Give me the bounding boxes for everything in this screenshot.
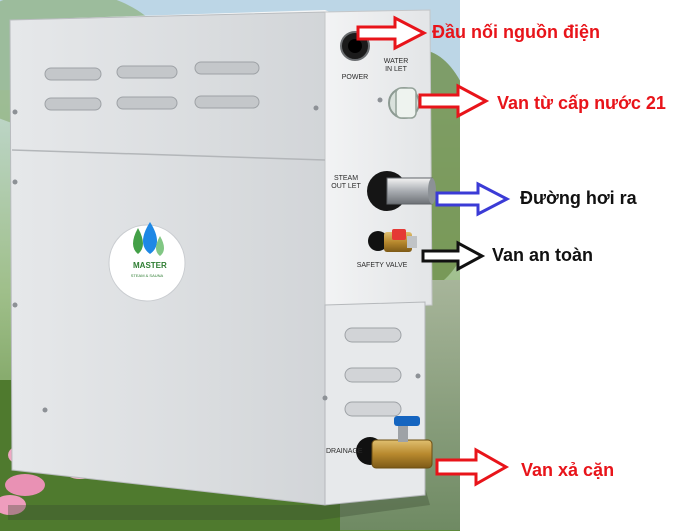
water-inlet-valve — [388, 87, 420, 119]
drainage-label: DRAINAGE — [326, 448, 363, 455]
steam-outlet-callout: Đường hơi ra — [520, 188, 637, 208]
safety-valve-label: SAFETY VALVE — [356, 262, 408, 269]
red-outline-right-arrow — [435, 447, 510, 487]
drain-valve — [356, 416, 433, 469]
water-inlet-callout: Van từ cấp nước 21 — [497, 93, 666, 113]
blue-outline-right-arrow — [435, 181, 511, 217]
steam-outlet-label: STEAM OUT LET — [331, 175, 361, 190]
power-label: POWER — [341, 74, 369, 81]
steam-outlet-pipe — [367, 171, 436, 211]
safety-valve-callout: Van an toàn — [492, 245, 594, 265]
logo-subtitle-text: STEAM & SAUNA — [130, 273, 164, 278]
red-outline-right-arrow — [418, 83, 490, 119]
safety-valve — [368, 229, 417, 252]
master-logo — [108, 222, 186, 302]
red-outline-right-arrow — [356, 15, 428, 51]
drain-valve-callout: Van xả cặn — [521, 460, 615, 480]
power-connector-callout: Đầu nối nguồn điện — [432, 22, 600, 42]
black-outline-right-arrow — [421, 240, 486, 272]
water-inlet-label: WATER IN LET — [383, 58, 409, 73]
vent-slots — [44, 61, 260, 111]
logo-brand-text: MASTER — [133, 261, 167, 270]
white-background — [460, 0, 693, 531]
